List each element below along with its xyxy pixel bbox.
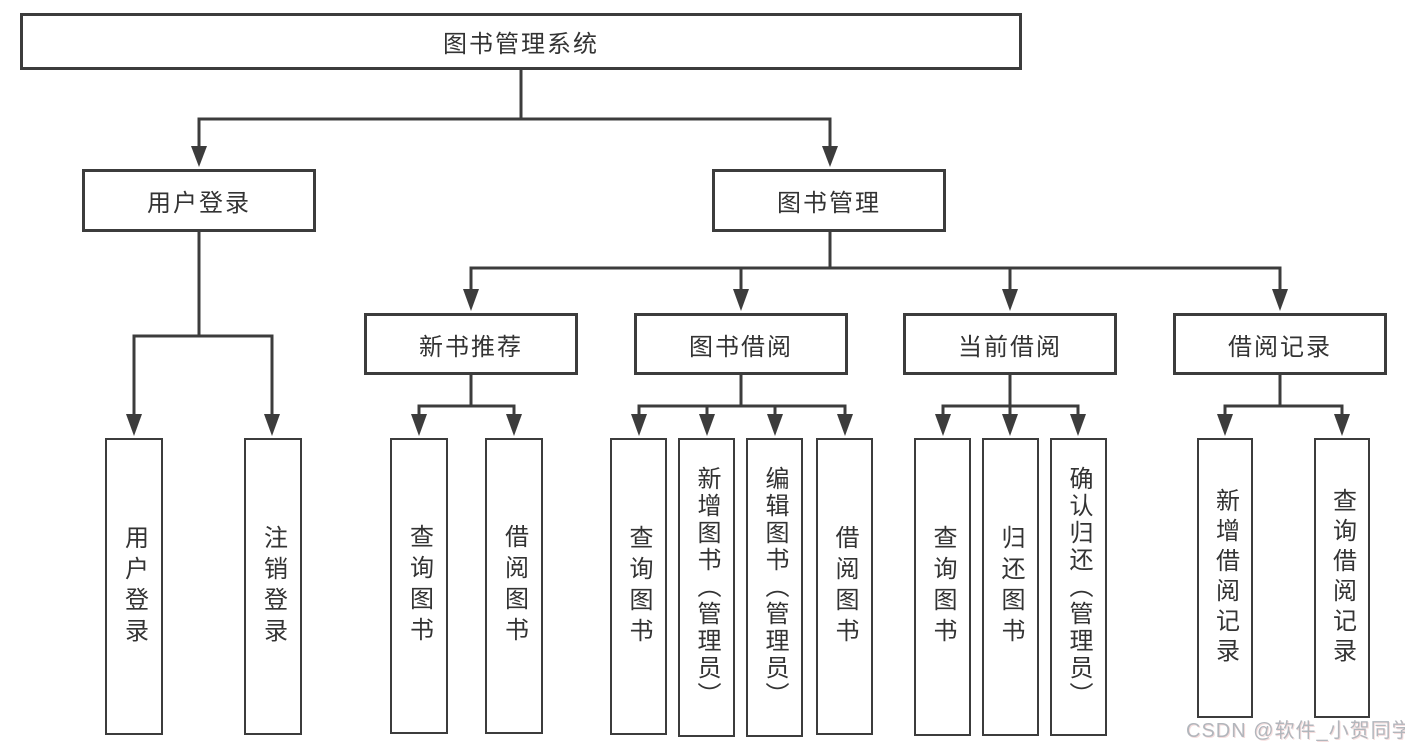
node-user-login: 用户登录 — [82, 169, 316, 232]
node-borrow-record: 借阅记录 — [1173, 313, 1387, 375]
node-library-system-label: 图书管理系统 — [443, 31, 599, 58]
leaf-add-borrow-record-label: 新增借阅记录 — [1211, 488, 1239, 668]
leaf-query-book-1: 查询图书 — [390, 438, 448, 734]
node-new-book-recommend: 新书推荐 — [364, 313, 578, 375]
node-current-borrow-label: 当前借阅 — [958, 333, 1062, 361]
leaf-edit-book-admin: 编辑图书（管理员） — [746, 438, 803, 737]
leaf-edit-book-admin-label: 编辑图书（管理员） — [761, 466, 788, 709]
leaf-query-borrow-record: 查询借阅记录 — [1314, 438, 1370, 718]
leaf-borrow-book-2-label: 借阅图书 — [831, 524, 858, 649]
leaf-add-book-admin: 新增图书（管理员） — [678, 438, 735, 737]
node-current-borrow: 当前借阅 — [903, 313, 1117, 375]
leaf-query-book-1-label: 查询图书 — [405, 524, 433, 648]
leaf-borrow-book-1: 借阅图书 — [485, 438, 543, 734]
edge-book-borrow-children — [631, 375, 853, 436]
leaf-query-book-3: 查询图书 — [914, 438, 971, 736]
watermark-text: CSDN @软件_小贺同学 — [1186, 720, 1405, 742]
leaf-return-book: 归还图书 — [982, 438, 1039, 736]
edge-root-to-level2 — [191, 70, 838, 167]
leaf-add-book-admin-label: 新增图书（管理员） — [693, 466, 720, 709]
leaf-query-book-2: 查询图书 — [610, 438, 667, 735]
edge-borrow-record-children — [1217, 375, 1350, 436]
leaf-query-book-3-label: 查询图书 — [929, 525, 956, 649]
leaf-user-login-label: 用户登录 — [120, 524, 148, 649]
edge-new-book-recommend-children — [411, 375, 522, 436]
leaf-query-book-2-label: 查询图书 — [625, 524, 652, 649]
leaf-add-borrow-record: 新增借阅记录 — [1197, 438, 1253, 718]
leaf-logout-label: 注销登录 — [259, 524, 287, 649]
node-book-management-label: 图书管理 — [777, 190, 881, 217]
node-borrow-record-label: 借阅记录 — [1228, 333, 1332, 361]
node-new-book-recommend-label: 新书推荐 — [419, 333, 523, 361]
leaf-return-book-label: 归还图书 — [997, 525, 1024, 649]
leaf-user-login: 用户登录 — [105, 438, 163, 735]
leaf-borrow-book-1-label: 借阅图书 — [500, 524, 528, 648]
node-book-borrow: 图书借阅 — [634, 313, 848, 375]
node-library-system: 图书管理系统 — [20, 13, 1022, 70]
edge-book-management-children — [463, 232, 1288, 311]
leaf-borrow-book-2: 借阅图书 — [816, 438, 873, 735]
leaf-confirm-return-admin-label: 确认归还（管理员） — [1065, 465, 1092, 709]
node-user-login-label: 用户登录 — [147, 190, 251, 217]
leaf-logout: 注销登录 — [244, 438, 302, 735]
edge-user-login-children — [126, 232, 280, 436]
leaf-query-borrow-record-label: 查询借阅记录 — [1328, 488, 1356, 668]
edge-current-borrow-children — [935, 375, 1086, 436]
leaf-confirm-return-admin: 确认归还（管理员） — [1050, 438, 1107, 736]
node-book-management: 图书管理 — [712, 169, 946, 232]
node-book-borrow-label: 图书借阅 — [689, 333, 793, 361]
